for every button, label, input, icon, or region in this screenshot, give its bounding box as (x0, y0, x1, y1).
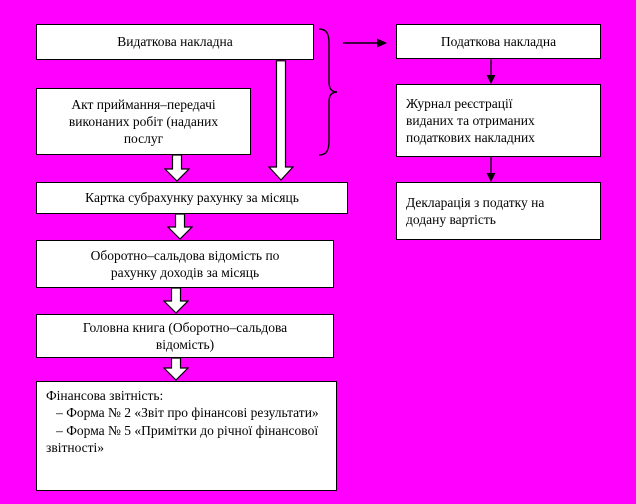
node-vydatkova-nakladna: Видаткова накладна (36, 24, 314, 60)
node-kartka-subrakhunku: Картка субрахунку рахунку за місяць (36, 182, 348, 214)
thin-down-arrow-zhurnal-to-deklaratsiia (486, 157, 496, 182)
down-block-arrow-akt-to-kartka (164, 155, 190, 182)
node-podatkova-nakladna: Податкова накладна (396, 24, 601, 59)
node-zhurnal-reiestratsii: Журнал реєстрації виданих та отриманих п… (396, 84, 601, 157)
node-oborotno-saldova-vidomist: Оборотно–сальдова відомість по рахунку д… (36, 240, 334, 288)
node-holovna-knyha: Головна книга (Оборотно–сальдова відоміс… (36, 314, 334, 358)
thin-down-arrow-podatkova-to-zhurnal (486, 59, 496, 84)
down-block-arrow-oborotno-to-holovna (163, 288, 189, 314)
right-arrow-icon (343, 38, 387, 48)
down-block-arrow-vydatkova-to-kartka (268, 60, 294, 181)
node-deklaratsiia-pdv: Декларація з податку на додану вартість (396, 182, 601, 240)
down-block-arrow-kartka-to-oborotno (167, 214, 193, 240)
down-block-arrow-holovna-to-finansova (163, 358, 189, 381)
brace-icon (318, 28, 338, 156)
node-finansova-zvitnist: Фінансова звітність: – Форма № 2 «Звіт п… (36, 381, 337, 491)
node-akt-pryimannia-peredachi: Акт приймання–передачі виконаних робіт (… (36, 88, 251, 155)
